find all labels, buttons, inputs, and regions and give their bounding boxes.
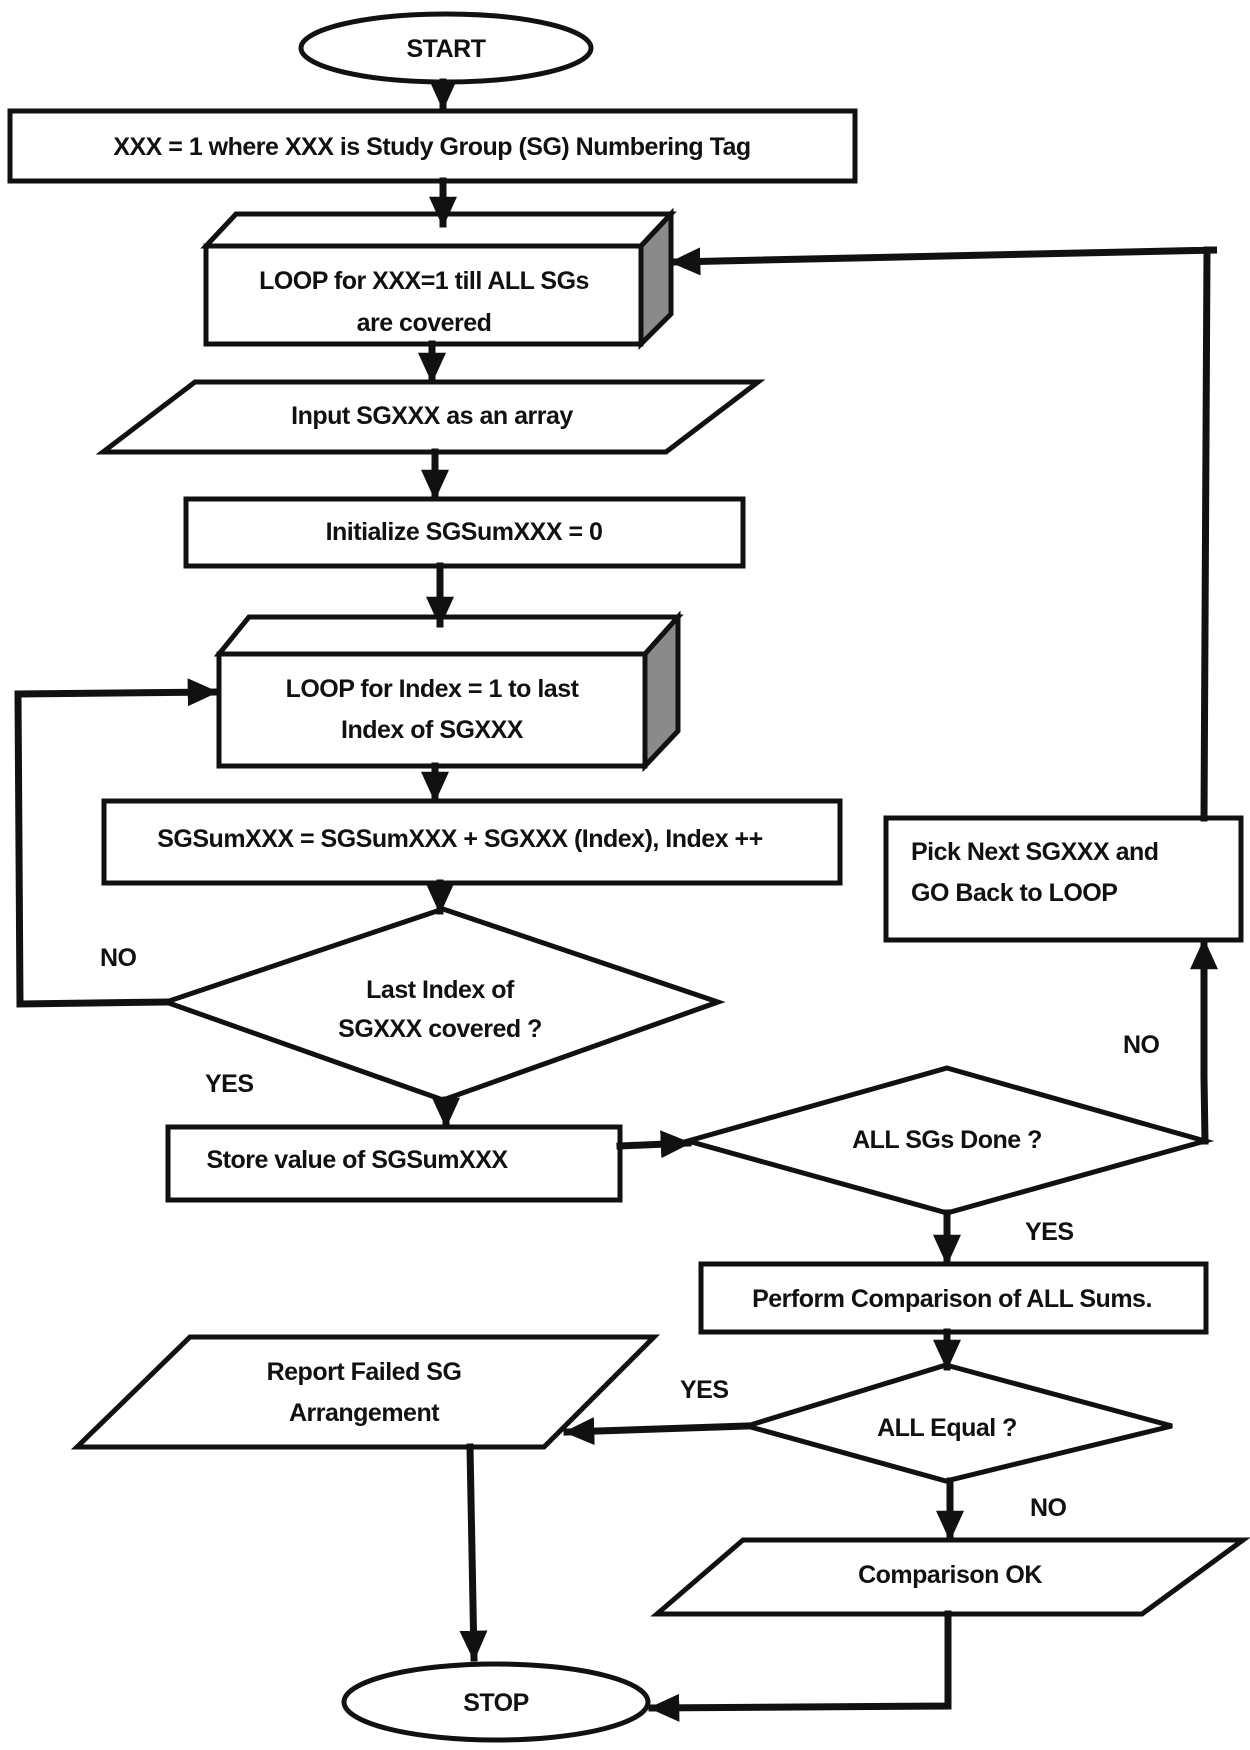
report-failed-io: Report Failed SG Arrangement xyxy=(70,1334,661,1450)
all-equal-label: ALL Equal ? xyxy=(877,1414,1017,1442)
last-index-yes-label: YES xyxy=(205,1070,254,1098)
init-sum-label: Initialize SGSumXXX = 0 xyxy=(326,518,603,546)
compare-label: Perform Comparison of ALL Sums. xyxy=(752,1285,1152,1313)
all-sgs-no-label: NO xyxy=(1123,1031,1160,1059)
all-equal-no-label: NO xyxy=(1030,1494,1067,1522)
edge-labels: NO YES NO YES YES NO xyxy=(100,944,1160,1522)
comparison-ok-label: Comparison OK xyxy=(858,1561,1042,1589)
last-index-decision: Last Index of SGXXX covered ? xyxy=(158,906,726,1103)
all-sgs-done-label: ALL SGs Done ? xyxy=(852,1126,1042,1154)
last-index-label-line1: Last Index of xyxy=(366,976,515,1004)
pick-next-label-line2: GO Back to LOOP xyxy=(911,879,1117,907)
store-value-process: Store value of SGSumXXX xyxy=(165,1124,623,1203)
accumulate-label: SGSumXXX = SGSumXXX + SGXXX (Index), Ind… xyxy=(157,825,763,853)
start-terminal: START xyxy=(298,11,594,85)
arrow-comparison-ok-to-stop xyxy=(648,1610,952,1722)
report-failed-label-line2: Arrangement xyxy=(289,1399,440,1427)
connectors xyxy=(14,78,1218,1722)
report-failed-label-line1: Report Failed SG xyxy=(267,1358,462,1386)
store-value-label: Store value of SGSumXXX xyxy=(206,1146,508,1174)
inner-loop-block: LOOP for Index = 1 to last Index of SGXX… xyxy=(213,610,684,773)
inner-loop-label-line2: Index of SGXXX xyxy=(341,716,524,744)
outer-loop-label-line1: LOOP for XXX=1 till ALL SGs xyxy=(259,267,589,295)
arrow-pick-next-back-to-outer-loop xyxy=(669,246,1218,822)
inner-loop-label-line1: LOOP for Index = 1 to last xyxy=(286,675,580,703)
compare-process: Perform Comparison of ALL Sums. xyxy=(698,1261,1209,1335)
pick-next-label-line1: Pick Next SGXXX and xyxy=(911,838,1159,866)
last-index-label-line2: SGXXX covered ? xyxy=(338,1015,542,1043)
all-equal-yes-label: YES xyxy=(680,1376,729,1404)
input-sg-label: Input SGXXX as an array xyxy=(291,402,573,430)
all-equal-decision: ALL Equal ? xyxy=(738,1362,1173,1484)
all-sgs-done-decision: ALL SGs Done ? xyxy=(678,1065,1215,1216)
arrow-all-equal-yes-to-report xyxy=(563,1417,751,1446)
input-sg-io: Input SGXXX as an array xyxy=(95,379,766,455)
all-sgs-yes-label: YES xyxy=(1025,1218,1074,1246)
last-index-no-label: NO xyxy=(100,944,137,972)
init-xxx-label: XXX = 1 where XXX is Study Group (SG) Nu… xyxy=(113,133,750,161)
start-label: START xyxy=(407,35,486,63)
arrow-last-index-no-back-to-inner-loop xyxy=(14,678,219,1008)
comparison-ok-io: Comparison OK xyxy=(650,1537,1250,1617)
stop-terminal: STOP xyxy=(341,1661,651,1743)
accumulate-process: SGSumXXX = SGSumXXX + SGXXX (Index), Ind… xyxy=(101,798,843,886)
outer-loop-block: LOOP for XXX=1 till ALL SGs are covered xyxy=(200,207,677,351)
arrow-store-to-all-sgs-done xyxy=(616,1130,692,1159)
outer-loop-label-line2: are covered xyxy=(357,309,492,337)
init-sum-process: Initialize SGSumXXX = 0 xyxy=(183,496,746,569)
stop-label: STOP xyxy=(463,1689,529,1717)
arrow-all-sgs-no-to-pick-next xyxy=(1190,938,1218,1145)
init-xxx-process: XXX = 1 where XXX is Study Group (SG) Nu… xyxy=(7,108,858,184)
pick-next-process: Pick Next SGXXX and GO Back to LOOP xyxy=(883,815,1244,943)
arrow-report-to-stop xyxy=(459,1443,488,1662)
